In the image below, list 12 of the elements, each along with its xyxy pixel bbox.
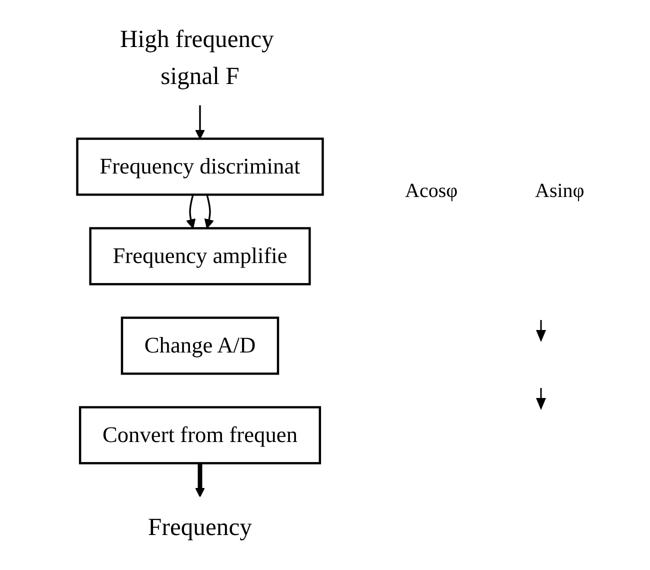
arrow [204,194,214,229]
node-box: Convert from frequen [78,406,322,464]
arrow [195,105,205,140]
arrow [195,463,205,498]
node-box: Frequency discriminat [76,138,324,196]
signal-label: Asinφ [535,180,584,203]
signal-label: Acosφ [405,180,458,203]
node-box: Frequency amplifie [89,227,311,286]
node-text: Frequency [148,512,252,540]
node-text: High frequency signal F [120,24,274,90]
arrow [186,194,196,229]
node-box: Change A/D [120,316,280,375]
